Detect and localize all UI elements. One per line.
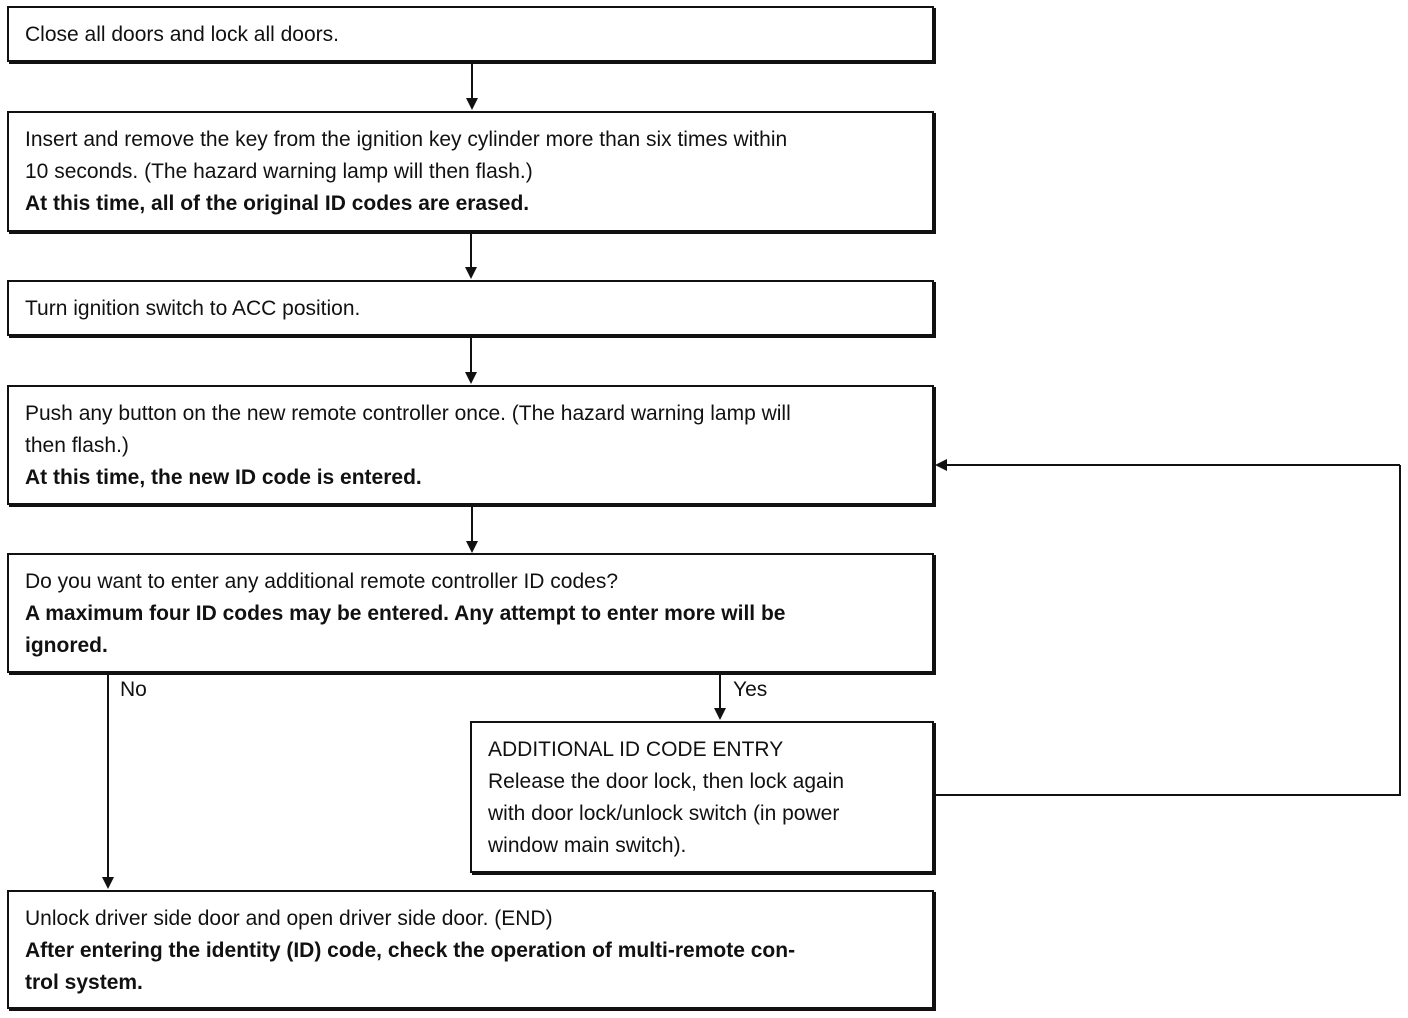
step-end-note-1: After entering the identity (ID) code, c…: [25, 939, 796, 962]
step-additional-question-note-2: ignored.: [25, 634, 108, 657]
step-additional-entry-title: ADDITIONAL ID CODE ENTRY: [488, 738, 784, 761]
step-additional-entry-line-3: window main switch).: [488, 834, 687, 857]
step-insert-key: Insert and remove the key from the ignit…: [7, 111, 934, 232]
step-ignition-acc: Turn ignition switch to ACC position.: [7, 280, 934, 336]
step-insert-key-note: At this time, all of the original ID cod…: [25, 192, 530, 215]
step-push-button-note: At this time, the new ID code is entered…: [25, 466, 422, 489]
step-end-note-2: trol system.: [25, 971, 143, 994]
step-additional-entry-line-2: with door lock/unlock switch (in power: [488, 802, 840, 825]
step-insert-key-line-2: 10 seconds. (The hazard warning lamp wil…: [25, 160, 533, 183]
no-branch-label: No: [120, 678, 147, 701]
step-insert-key-line-1: Insert and remove the key from the ignit…: [25, 128, 788, 151]
step-push-button-line-2: then flash.): [25, 434, 129, 457]
step-close-doors-text: Close all doors and lock all doors.: [25, 23, 339, 46]
step-end-text: Unlock driver side door and open driver …: [25, 907, 553, 930]
yes-branch-label: Yes: [733, 678, 768, 701]
step-additional-entry: ADDITIONAL ID CODE ENTRY Release the doo…: [470, 721, 934, 873]
step-ignition-acc-text: Turn ignition switch to ACC position.: [25, 297, 361, 320]
step-push-button-line-1: Push any button on the new remote contro…: [25, 402, 791, 425]
step-additional-entry-line-1: Release the door lock, then lock again: [488, 770, 845, 793]
step-additional-question-note-1: A maximum four ID codes may be entered. …: [25, 602, 786, 625]
step-close-doors: Close all doors and lock all doors.: [7, 6, 934, 62]
step-additional-question-text: Do you want to enter any additional remo…: [25, 570, 618, 593]
step-additional-question: Do you want to enter any additional remo…: [7, 553, 934, 673]
step-push-button: Push any button on the new remote contro…: [7, 385, 934, 505]
step-end: Unlock driver side door and open driver …: [7, 890, 934, 1009]
arrow-loop-back: [934, 465, 1401, 796]
